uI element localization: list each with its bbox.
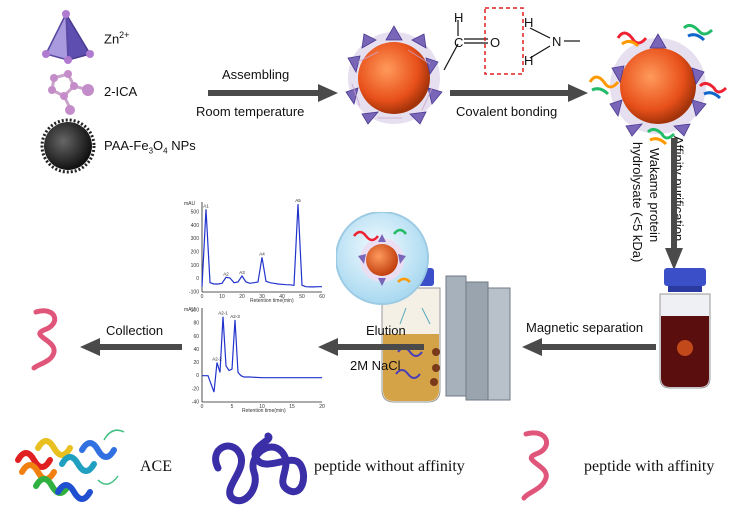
bot-peak-label: A2-3 bbox=[230, 314, 240, 319]
magnetic-separation-label: Magnetic separation bbox=[526, 320, 644, 335]
hydrolysate-label-line2: hydrolysate (<5 kDa) bbox=[630, 142, 645, 263]
ica-label: 2-ICA bbox=[104, 84, 138, 99]
magnetic-separation-arrow bbox=[522, 338, 656, 356]
top-peak-label: A1 bbox=[203, 203, 209, 208]
bot-ytick-label: -40 bbox=[192, 400, 199, 406]
top-xlabel: Retention time(min) bbox=[250, 298, 294, 304]
nanoparticle-label: PAA-Fe3O4 NPs bbox=[104, 138, 196, 156]
formula-h-n2: H bbox=[524, 53, 534, 68]
top-peak-label: A2 bbox=[223, 271, 229, 276]
nacl-label: 2M NaCl bbox=[350, 358, 401, 373]
bot-ytick-label: 40 bbox=[193, 347, 199, 353]
top-xtick-label: 20 bbox=[239, 294, 245, 300]
mof-coated-nanoparticle-1 bbox=[345, 25, 443, 125]
collected-peptide-icon bbox=[31, 308, 58, 371]
bot-peak-label: A2-2 bbox=[212, 357, 222, 362]
top-xtick-label: 50 bbox=[299, 294, 305, 300]
sample-vial bbox=[659, 268, 711, 389]
top-xtick-label: 40 bbox=[279, 294, 285, 300]
bot-ytick-label: 80 bbox=[193, 321, 199, 327]
n-bond-line bbox=[564, 40, 580, 42]
top-ylabel: mAU bbox=[184, 201, 196, 207]
top-peak-label: A4 bbox=[259, 251, 265, 256]
no-affinity-label: peptide without affinity bbox=[314, 458, 465, 475]
bot-xtick-label: 10 bbox=[259, 404, 265, 410]
top-xtick-label: 30 bbox=[259, 294, 265, 300]
top-ytick-label: -100 bbox=[189, 290, 199, 296]
nanoparticle-icon bbox=[40, 118, 96, 174]
zn-label: Zn2+ bbox=[104, 30, 130, 47]
ace-immobilized-nanoparticle bbox=[588, 23, 728, 146]
top-ytick-label: 300 bbox=[191, 236, 200, 242]
assembling-label: Assembling bbox=[222, 67, 290, 82]
top-ytick-label: 100 bbox=[191, 263, 200, 269]
collection-label: Collection bbox=[106, 323, 164, 338]
ace-protein-icon bbox=[15, 429, 125, 502]
peptide-without-affinity-icon bbox=[212, 432, 307, 504]
bot-ytick-label: 60 bbox=[193, 334, 199, 340]
top-xtick-label: 10 bbox=[219, 294, 225, 300]
bot-ytick-label: -20 bbox=[192, 386, 199, 392]
top-ytick-label: 500 bbox=[191, 210, 200, 216]
peptide-with-affinity-icon bbox=[521, 430, 550, 501]
bot-xtick-label: 15 bbox=[289, 404, 295, 410]
aldehyde-amine-reaction bbox=[443, 7, 551, 75]
zn-tetrahedron-icon bbox=[42, 10, 94, 64]
bot-xtick-label: 20 bbox=[319, 404, 325, 410]
bottom-ylabel: mAU bbox=[184, 307, 196, 313]
magnet-separation-setup bbox=[336, 212, 511, 403]
bottom-xlabel: Retention time(min) bbox=[242, 408, 286, 414]
collection-arrow bbox=[80, 338, 182, 356]
bot-ytick-label: 100 bbox=[191, 308, 200, 314]
top-ytick-label: 400 bbox=[191, 223, 200, 229]
ica-molecule-icon bbox=[48, 70, 94, 115]
bot-xtick-label: 5 bbox=[231, 404, 234, 410]
formula-h-top: H bbox=[454, 10, 464, 25]
formula-c: C bbox=[454, 35, 464, 50]
hydrolysate-label-line1: Wakame protein bbox=[647, 148, 662, 243]
elution-arrow bbox=[318, 338, 424, 356]
formula-h-n1: H bbox=[524, 15, 534, 30]
top-ytick-label: 0 bbox=[196, 276, 199, 282]
bot-peak-label: A2-1 bbox=[218, 311, 228, 316]
bot-ytick-label: 0 bbox=[196, 373, 199, 379]
affinity-purification-arrow bbox=[665, 138, 683, 270]
bot-xtick-label: 0 bbox=[201, 404, 204, 410]
room-temperature-label: Room temperature bbox=[196, 104, 305, 119]
ace-label: ACE bbox=[140, 458, 172, 475]
covalent-bonding-label: Covalent bonding bbox=[456, 104, 558, 119]
top-ytick-label: 200 bbox=[191, 250, 200, 256]
formula-o: O bbox=[490, 35, 501, 50]
assembling-arrow bbox=[208, 84, 338, 102]
top-peak-label: A5 bbox=[295, 198, 301, 203]
elution-label: Elution bbox=[366, 323, 406, 338]
bot-ytick-label: 20 bbox=[193, 360, 199, 366]
formula-n: N bbox=[552, 34, 562, 49]
with-affinity-label: peptide with affinity bbox=[584, 458, 715, 475]
covalent-bonding-arrow bbox=[450, 84, 588, 102]
top-xtick-label: 0 bbox=[201, 294, 204, 300]
top-xtick-label: 60 bbox=[319, 294, 325, 300]
top-peak-label: A3 bbox=[239, 270, 245, 275]
